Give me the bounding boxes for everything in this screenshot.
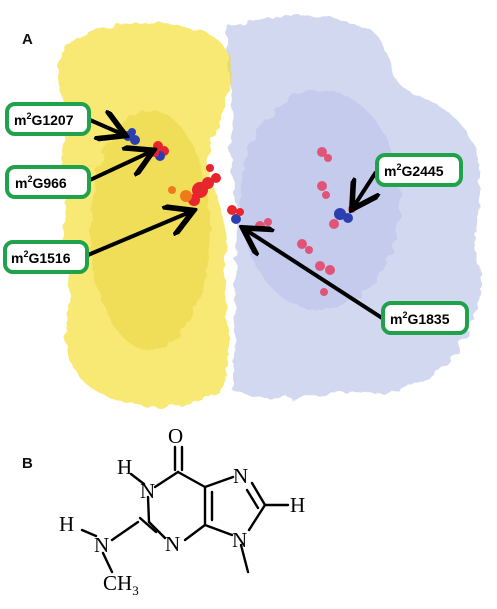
bond: [101, 551, 114, 574]
atom-methyl: CH3: [103, 571, 139, 598]
callout-base: m: [11, 250, 23, 266]
bond: [176, 470, 207, 489]
bond: [239, 543, 250, 574]
bond: [203, 523, 234, 537]
callout-rest: G1516: [28, 250, 70, 266]
callout-rest: G2445: [401, 163, 443, 179]
bond: [153, 470, 180, 489]
bond: [147, 520, 167, 540]
bond: [183, 523, 207, 542]
arrow-g966: [89, 152, 150, 182]
callout-base: m: [384, 163, 396, 179]
callout-base: m: [14, 112, 26, 128]
callout-label: m2G1516: [11, 249, 71, 266]
arrow-g1207: [89, 120, 122, 134]
nucleotide-g1516: [168, 164, 221, 206]
atom-h8: H: [290, 493, 305, 517]
bond: [110, 520, 140, 542]
methyl-base: CH: [103, 571, 132, 595]
callout-base: m: [15, 175, 27, 191]
large-subunit-shade: [240, 90, 400, 310]
callout-label: m2G966: [15, 174, 67, 191]
callout-label: m2G2445: [384, 162, 444, 179]
callout-arrows: [87, 120, 384, 320]
atom-n7: N: [233, 464, 248, 488]
small-subunit: [58, 22, 232, 408]
callout-g1835: m2G1835: [381, 301, 469, 335]
atom-h-amino: H: [59, 512, 74, 536]
bond: [146, 495, 151, 524]
arrow-g1835: [246, 230, 384, 320]
callout-box: [5, 102, 91, 136]
callout-label: m2G1835: [390, 310, 450, 327]
atom-oxygen: O: [168, 424, 183, 448]
callout-box: [3, 240, 89, 274]
bond: [245, 488, 260, 510]
bond: [138, 516, 158, 534]
callout-rest: G1835: [407, 311, 449, 327]
callout-base: m: [390, 311, 402, 327]
panel-b-label: B: [22, 455, 33, 472]
callout-sup: 2: [27, 174, 32, 184]
callout-rest: G966: [32, 175, 66, 191]
callout-g1516: m2G1516: [3, 240, 89, 274]
bond: [80, 528, 98, 538]
atom-n1: N: [140, 479, 155, 503]
bond: [247, 503, 267, 532]
atom-n-amino: N: [94, 533, 109, 557]
callout-g2445: m2G2445: [375, 153, 463, 187]
atom-n3: N: [165, 532, 180, 556]
callout-sup: 2: [402, 310, 407, 320]
methyl-subscript: 3: [132, 583, 139, 598]
callout-box: [381, 301, 469, 335]
atom-n9: N: [232, 528, 247, 552]
callout-sup: 2: [396, 162, 401, 172]
bond: [129, 472, 146, 486]
panel-a-label: A: [22, 31, 33, 48]
callout-rest: G1207: [31, 112, 73, 128]
callout-sup: 2: [26, 111, 31, 121]
callout-box: [5, 165, 91, 199]
bond: [250, 481, 267, 507]
callout-g966: m2G966: [5, 165, 91, 199]
arrow-g2445: [354, 170, 376, 206]
atom-h1: H: [117, 455, 132, 479]
nucleotide-g1835: [227, 205, 244, 224]
bond: [203, 475, 235, 489]
callout-label: m2G1207: [14, 111, 74, 128]
callout-g1207: m2G1207: [5, 102, 91, 136]
callout-box: [375, 153, 463, 187]
chemical-structure: O N H N N N H N H CH3: [59, 424, 305, 598]
callout-sup: 2: [23, 249, 28, 259]
arrow-g1516: [87, 212, 190, 257]
